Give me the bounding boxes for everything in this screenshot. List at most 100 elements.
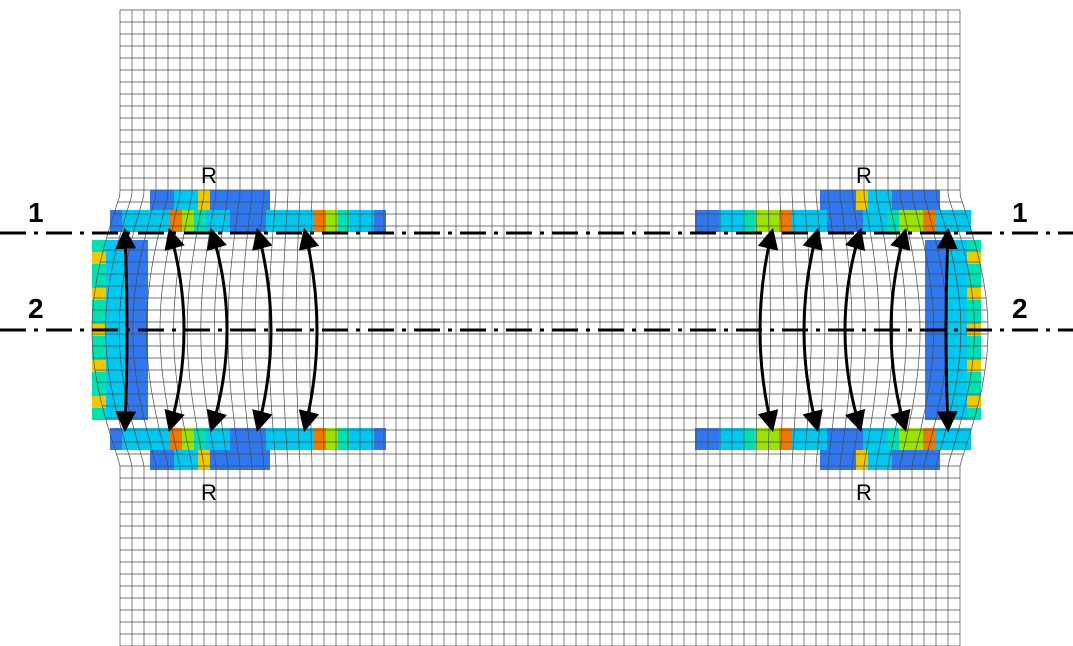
band-cell [174,190,186,210]
band-cell [234,190,246,210]
band-cell [820,450,832,470]
line-1-label-right: 1 [1012,197,1028,228]
band-cell [350,210,362,232]
band-cell [92,408,106,420]
band-cell [278,210,290,232]
band-cell [868,190,880,210]
band-cell [899,210,911,232]
band-cell [92,348,106,360]
band-cell [967,384,981,396]
bulge-arrow [206,227,229,433]
mesh-line-vertical [863,10,880,646]
band-cell [92,240,106,252]
mesh-line-vertical [815,10,826,646]
r-label-bottom-right: R [856,480,872,505]
band-cell [134,210,146,232]
band-cell [731,428,743,450]
band-cell [935,210,947,232]
band-cell [158,210,170,232]
band-cell [695,210,707,232]
band-cell [206,210,218,232]
band-cell [959,210,971,232]
mesh-line-vertical [241,10,253,646]
band-cell [254,210,266,232]
band-cell [947,428,959,450]
band-cell [186,450,198,470]
band-cell [210,450,222,470]
band-cell [904,450,916,470]
band-cell [827,428,839,450]
band-cell [242,428,254,450]
band-cell [134,428,146,450]
band-cell [230,210,242,232]
band-cell [755,210,767,232]
deformed-mesh-grid [91,9,989,646]
band-cell [92,252,106,264]
band-cell [719,210,731,232]
mesh-line-vertical [200,10,217,646]
mesh-line-vertical [309,10,313,646]
band-cell [254,428,266,450]
band-cell [928,450,940,470]
mesh-line-vertical [947,10,975,646]
band-cell [851,428,863,450]
band-cell [230,428,242,450]
band-cell [374,210,386,232]
mesh-line-vertical [186,10,205,646]
mesh-line-vertical [227,10,241,646]
line-2-label-right: 2 [1012,293,1028,324]
band-cell [314,210,326,232]
band-cell [92,360,106,372]
line-1-label-left: 1 [28,197,44,228]
mesh-line-vertical [91,10,121,646]
mesh-line-vertical [105,10,133,646]
mesh-line-vertical [254,10,265,646]
band-cell [186,190,198,210]
band-cell [246,450,258,470]
band-cell [803,210,815,232]
bulge-arrow [252,227,273,433]
mesh-line-vertical [282,10,289,646]
mesh-line-vertical [146,10,169,646]
mesh-line-vertical [899,10,921,646]
band-cell [374,428,386,450]
band-cell [880,190,892,210]
band-cell [110,210,122,232]
band-cell [947,210,959,232]
band-cell [839,428,851,450]
mesh-line-vertical [851,10,866,646]
band-cell [856,450,868,470]
band-cell [182,210,194,232]
band-cell [892,450,904,470]
band-cell [326,428,338,450]
band-cell [868,450,880,470]
band-cell [880,450,892,470]
bulge-arrow [936,227,958,433]
band-cell [362,428,374,450]
band-cell [719,428,731,450]
band-cell [198,190,210,210]
band-cell [844,450,856,470]
band-cell [967,288,981,300]
band-cell [290,210,302,232]
band-cell [767,210,779,232]
mesh-line-vertical [755,10,758,646]
band-cell [194,428,206,450]
band-cell [755,428,767,450]
mesh-line-vertical [791,10,798,646]
band-cell [887,428,899,450]
band-cell [222,450,234,470]
band-cell [194,210,206,232]
band-cell [338,210,350,232]
band-cell [92,336,106,348]
band-cell [182,428,194,450]
r-label-bottom-left: R [201,480,217,505]
band-cell [743,428,755,450]
band-cell [892,190,904,210]
band-cell [832,450,844,470]
band-cell [146,428,158,450]
band-cell [162,190,174,210]
band-cell [911,428,923,450]
band-cell [122,428,134,450]
